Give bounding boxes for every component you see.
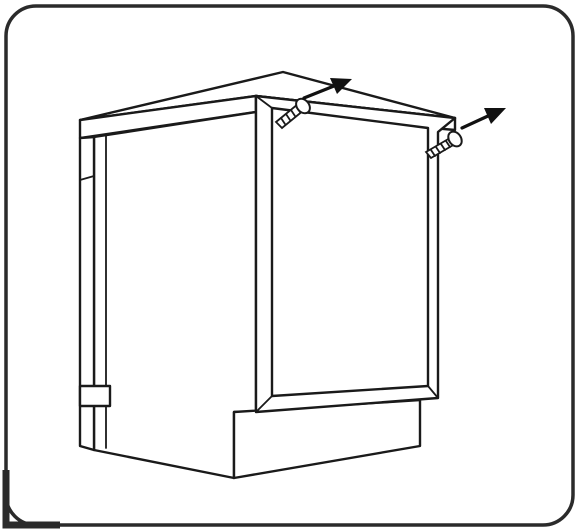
screw-icon: [274, 97, 311, 130]
frame-corner-accent: [2, 470, 60, 529]
cabinet-side-panel: [92, 110, 258, 480]
screw-icon: [424, 130, 463, 160]
front-opening-frame: [254, 94, 457, 414]
arrow-icon: [460, 108, 506, 130]
cabinet-back-edge: [78, 135, 112, 452]
arrow-icon: [302, 78, 352, 100]
